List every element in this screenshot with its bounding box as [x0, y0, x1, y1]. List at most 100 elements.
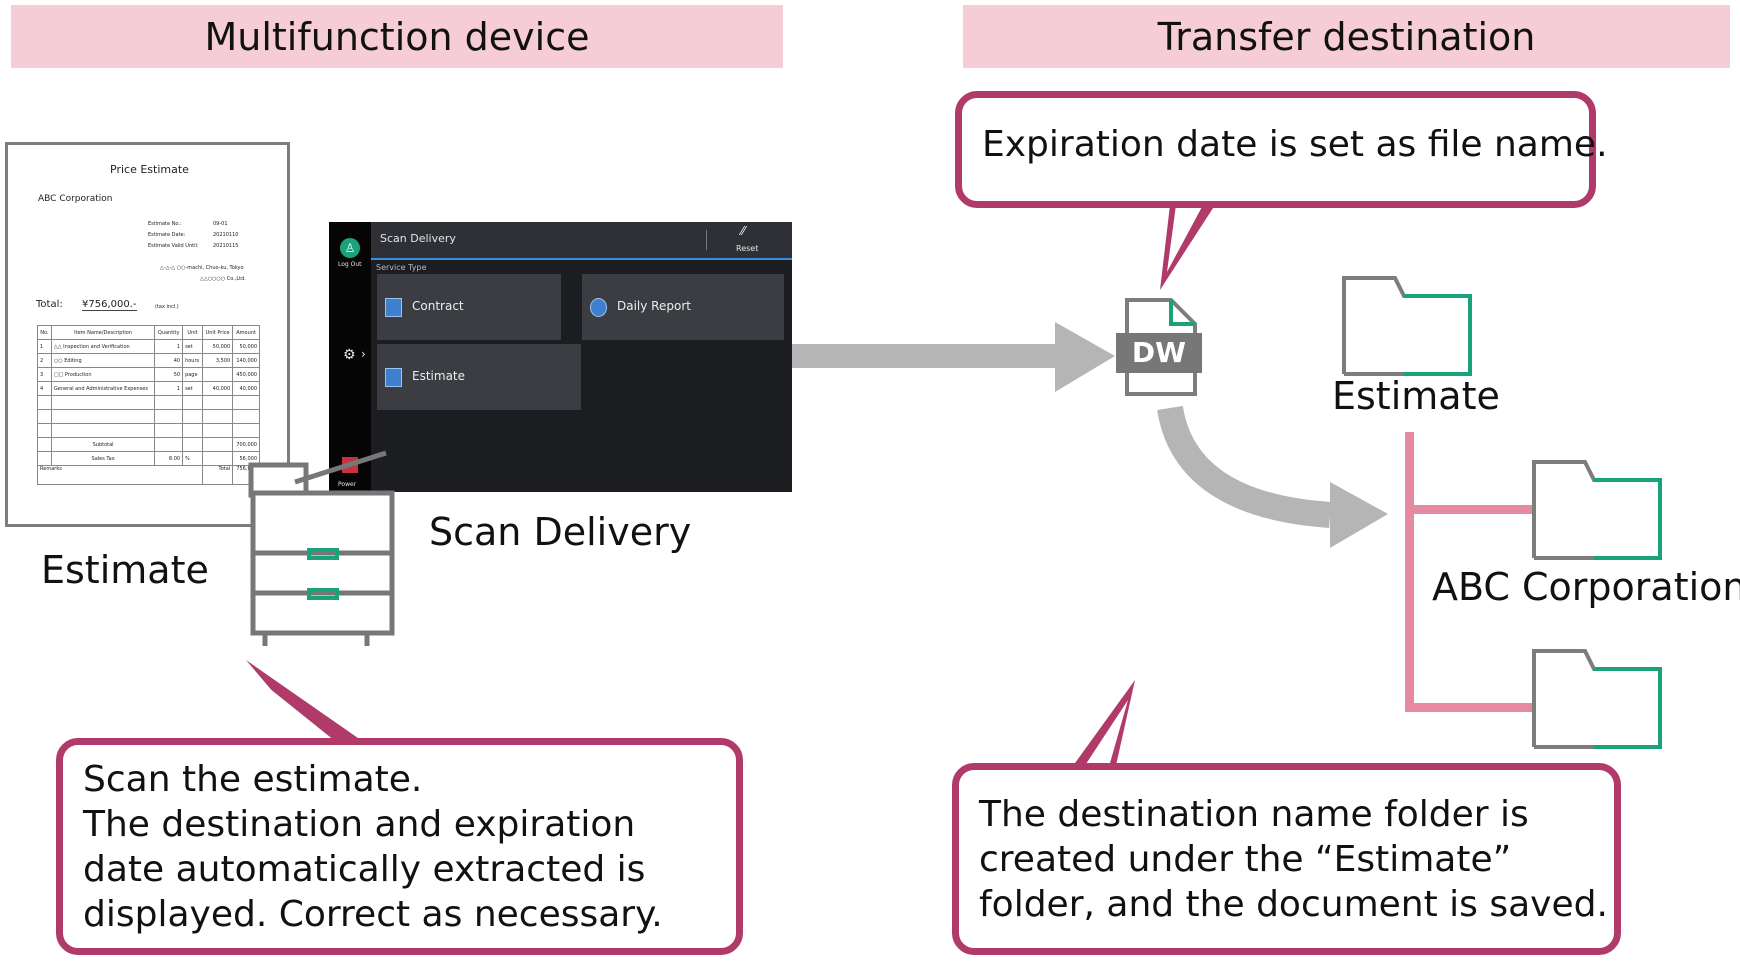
table-cell: 2	[37, 353, 52, 368]
table-remarks-row: Remarks Total 756,000	[37, 465, 260, 485]
estimate-meta-label-1: Estimate No.:	[148, 221, 182, 227]
table-header-cell: Item Name/Description	[50, 325, 156, 340]
title-divider	[706, 230, 707, 250]
estimate-sender: △△○○○○ Co.,Ltd.	[200, 276, 246, 282]
scan-delivery-screen: ♙ Log Out ⚙ › Power Scan Delivery ⁄⁄ Res…	[329, 222, 792, 492]
table-header-cell: Unit	[182, 325, 203, 340]
table-cell: 1	[154, 381, 184, 396]
power-label: Power	[338, 481, 357, 488]
table-row-empty	[37, 423, 260, 438]
table-cell: 4	[37, 381, 52, 396]
table-cell: 50,000	[232, 339, 260, 354]
table-cell: □□ Production	[50, 367, 156, 382]
tax-unit: %	[182, 451, 203, 466]
service-tile-label: Daily Report	[617, 299, 691, 313]
tax-label: Sales Tax	[50, 451, 156, 466]
table-header-cell: Amount	[232, 325, 260, 340]
table-header-cell: Quantity	[154, 325, 184, 340]
estimate-meta-label-2: Estimate Date:	[148, 232, 186, 238]
dw-file-badge: DW	[1116, 333, 1202, 373]
estimate-tax-note: (tax incl.)	[155, 304, 179, 310]
folder-tree-lines	[1405, 432, 1535, 712]
callout-tails	[246, 205, 1215, 770]
table-subtotal-row: Subtotal 700,000	[37, 437, 260, 452]
total2-label: Total	[201, 465, 234, 485]
reset-icon[interactable]: ⁄⁄	[741, 224, 746, 238]
callout-filename-line-1: Expiration date is set as file name.	[982, 124, 1608, 165]
table-cell: set	[182, 381, 203, 396]
service-tile-estimate[interactable]: Estimate	[377, 344, 581, 410]
logout-label: Log Out	[338, 261, 362, 268]
clock-icon	[590, 298, 607, 317]
header-right-label: Transfer destination	[1157, 14, 1536, 59]
estimate-folder-label: Estimate	[1332, 374, 1500, 418]
remarks-label: Remarks	[37, 465, 203, 485]
table-cell: 50,000	[201, 339, 234, 354]
estimate-total-value: ¥756,000.-	[82, 299, 137, 311]
estimate-meta-value-3: 20210115	[213, 243, 239, 249]
table-tax-row: Sales Tax 8.00 % 56,000	[37, 451, 260, 466]
callout-scan-estimate: Scan the estimate. The destination and e…	[56, 738, 743, 955]
estimate-folder-icon	[1342, 276, 1472, 376]
callout-folder-line-1: The destination name folder is	[979, 794, 1529, 835]
scan-delivery-label: Scan Delivery	[429, 510, 692, 554]
table-header-row: No. Item Name/Description Quantity Unit …	[37, 325, 260, 340]
service-tile-daily-report[interactable]: Daily Report	[582, 274, 784, 340]
reset-label[interactable]: Reset	[736, 244, 759, 253]
folder-icon	[1532, 649, 1662, 749]
table-cell: General and Administrative Expenses	[50, 381, 156, 396]
table-cell: △△ Inspection and Verification	[50, 339, 156, 354]
document-icon	[385, 298, 402, 317]
table-header-cell: No.	[37, 325, 52, 340]
service-tile-label: Contract	[412, 299, 464, 313]
estimate-meta-value-1: 09-01	[213, 221, 228, 227]
chevron-right-icon[interactable]: ›	[361, 347, 366, 361]
estimate-title: Price Estimate	[110, 163, 189, 176]
table-cell: hours	[182, 353, 203, 368]
estimate-doc-label: Estimate	[41, 548, 209, 592]
multifunction-printer-icon	[248, 450, 395, 646]
table-row: 2 ○○ Editing 40 hours 3,500 140,000	[37, 353, 260, 368]
table-cell: 40,000	[201, 381, 234, 396]
table-cell: 3	[37, 367, 52, 382]
callout-folder-line-3: folder, and the document is saved.	[979, 884, 1608, 925]
table-cell: 40	[154, 353, 184, 368]
screen-title-bar: Scan Delivery ⁄⁄ Reset	[371, 222, 792, 260]
table-row-empty	[37, 395, 260, 410]
callout-scan-line-2: The destination and expiration	[83, 804, 636, 845]
table-cell: set	[182, 339, 203, 354]
table-cell: ○○ Editing	[50, 353, 156, 368]
header-transfer-destination: Transfer destination	[963, 5, 1730, 68]
service-tile-contract[interactable]: Contract	[377, 274, 561, 340]
tax-rate: 8.00	[154, 451, 184, 466]
estimate-total-label: Total:	[36, 299, 63, 310]
estimate-company: ABC Corporation	[38, 194, 113, 204]
document-icon	[385, 368, 402, 387]
table-header-cell: Unit Price	[201, 325, 234, 340]
table-cell	[201, 367, 234, 382]
callout-filename: Expiration date is set as file name.	[955, 91, 1608, 208]
settings-gear-icon[interactable]: ⚙	[343, 347, 356, 363]
service-type-label: Service Type	[376, 263, 427, 272]
estimate-items-table: No. Item Name/Description Quantity Unit …	[37, 325, 260, 485]
transfer-arrow	[792, 322, 1115, 392]
abc-corporation-folder-icon	[1532, 460, 1662, 560]
callout-folder-created: The destination name folder is created u…	[952, 763, 1621, 955]
table-row: 4 General and Administrative Expenses 1 …	[37, 381, 260, 396]
header-left-label: Multifunction device	[204, 14, 590, 59]
user-icon: ♙	[344, 241, 356, 255]
logout-button[interactable]: ♙	[340, 238, 360, 258]
table-cell: 140,000	[232, 353, 260, 368]
table-row-empty	[37, 409, 260, 424]
table-cell: 3,500	[201, 353, 234, 368]
estimate-document: Price Estimate ABC Corporation Estimate …	[5, 142, 290, 527]
subtotal-label: Subtotal	[50, 437, 156, 452]
table-cell: 40,000	[232, 381, 260, 396]
screen-title: Scan Delivery	[380, 232, 456, 245]
callout-scan-line-1: Scan the estimate.	[83, 759, 423, 800]
service-tile-label: Estimate	[412, 369, 466, 383]
estimate-address: △-△-△ ○○-machi, Chuo-ku, Tokyo	[160, 265, 244, 271]
estimate-meta-value-2: 20210110	[213, 232, 239, 238]
callout-scan-line-3: date automatically extracted is	[83, 849, 646, 890]
